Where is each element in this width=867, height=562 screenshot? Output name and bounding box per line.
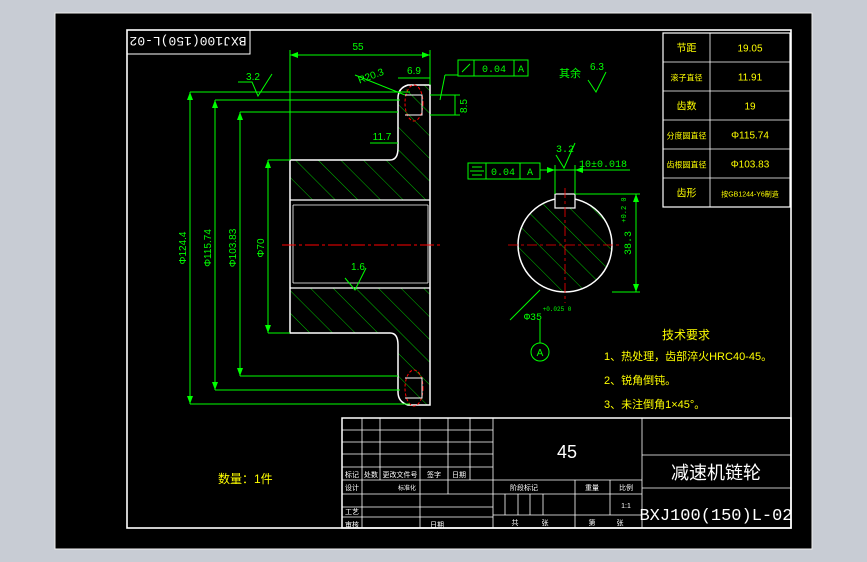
- svg-text:标准化: 标准化: [398, 484, 416, 492]
- svg-text:工艺: 工艺: [345, 508, 359, 516]
- title-block: 45 减速机链轮 BXJ100(150)L-02 标记 处数 更改文件号 签字 …: [341, 417, 793, 529]
- svg-text:阶段标记: 阶段标记: [510, 483, 538, 492]
- svg-text:签字: 签字: [427, 470, 441, 479]
- dim-outer-dia: Φ124.4: [178, 231, 189, 264]
- symmetry-datum: A: [527, 168, 533, 179]
- param-label: 分度圆直径: [667, 131, 707, 141]
- dim-root-dia: Φ103.83: [228, 228, 239, 267]
- dim-length: 55: [352, 42, 364, 53]
- tech-item-3: 3、未注倒角1×45°。: [604, 397, 705, 411]
- param-table: 节距 19.05 滚子直径 11.91 齿数 19 分度圆直径 Φ115.74 齿根圆直径 Φ10…: [662, 32, 791, 208]
- svg-text:标记: 标记: [345, 470, 359, 479]
- svg-text:共: 共: [512, 518, 519, 527]
- quantity-text: 数量：1件: [218, 471, 273, 486]
- keyway-depth: 38.3: [624, 231, 635, 255]
- param-label: 节距: [677, 43, 697, 55]
- svg-text:处数: 处数: [364, 470, 378, 479]
- material: 45: [557, 442, 577, 462]
- dim-tooth-width: 8.5: [459, 99, 470, 113]
- svg-text:0.04: 0.04: [482, 65, 506, 76]
- tech-item-2: 2、锐角倒钝。: [604, 373, 676, 387]
- svg-text:日期: 日期: [430, 521, 444, 529]
- param-label: 滚子直径: [671, 73, 703, 83]
- svg-text:更改文件号: 更改文件号: [383, 470, 418, 479]
- dim-hub-dia: Φ70: [256, 238, 267, 258]
- svg-text:1:1: 1:1: [621, 503, 631, 510]
- roughness-rest-label: 其余: [559, 66, 581, 80]
- svg-text:张: 张: [617, 518, 624, 527]
- param-label: 齿根圆直径: [667, 160, 707, 170]
- dim-pitch-dia: Φ115.74: [203, 229, 214, 267]
- param-value: Φ103.83: [731, 160, 770, 171]
- rotated-drawing-number: BXJ100(150)L-02: [126, 29, 251, 55]
- param-value: 19.05: [737, 44, 762, 55]
- svg-text:审核: 审核: [345, 520, 359, 529]
- svg-text:比例: 比例: [619, 483, 633, 492]
- keyway-tol: +0.2 0: [621, 197, 629, 222]
- keyway-width: 10±0.018: [579, 160, 627, 171]
- flatness-frame: 0.04 A: [457, 59, 529, 77]
- svg-text:第: 第: [589, 518, 596, 527]
- param-label: 齿数: [677, 100, 697, 113]
- param-value: 按GB1244-Y6制造: [721, 190, 779, 199]
- roughness-bore: 1.6: [351, 262, 365, 273]
- tech-title: 技术要求: [662, 328, 710, 342]
- symmetry-value: 0.04: [491, 168, 515, 179]
- dim-hub-step: 11.7: [373, 132, 392, 143]
- keyway-roughness: 3.2: [556, 145, 574, 156]
- svg-text:日期: 日期: [452, 471, 466, 479]
- part-name: 减速机链轮: [671, 463, 761, 483]
- svg-text:设计: 设计: [345, 483, 359, 492]
- param-value: Φ115.74: [731, 131, 769, 142]
- sprocket-section-view: Φ124.4 Φ115.74 Φ103.83 Φ70 55 R20.3 6.9 …: [178, 42, 607, 407]
- svg-text:A: A: [518, 65, 524, 76]
- param-value: 19: [744, 102, 756, 113]
- svg-text:重量: 重量: [585, 484, 599, 492]
- param-value: 11.91: [738, 73, 763, 84]
- tech-requirements: 技术要求 1、热处理，齿部淬火HRC40-45。 2、锐角倒钝。 3、未注倒角1…: [604, 328, 772, 411]
- dim-chamfer: 6.9: [407, 66, 421, 77]
- roughness-face: 3.2: [246, 72, 260, 83]
- drawing-number: BXJ100(150)L-02: [639, 507, 792, 526]
- bore-tol: +0.025 0: [543, 306, 572, 313]
- roughness-rest: 6.3: [590, 62, 604, 73]
- rotated-number-text: BXJ100(150)L-02: [129, 33, 246, 48]
- param-label: 齿形: [677, 188, 697, 200]
- viewport-frame: [54, 12, 813, 550]
- keyway-section-view: 0.04 A 3.2 10±0.018 38.3 +0.2 0 Φ35 +0.0…: [467, 142, 640, 362]
- bore-dia: Φ35: [524, 313, 542, 324]
- tech-item-1: 1、热处理，齿部淬火HRC40-45。: [604, 349, 772, 363]
- datum-circle: A: [537, 348, 544, 359]
- svg-text:张: 张: [542, 518, 549, 527]
